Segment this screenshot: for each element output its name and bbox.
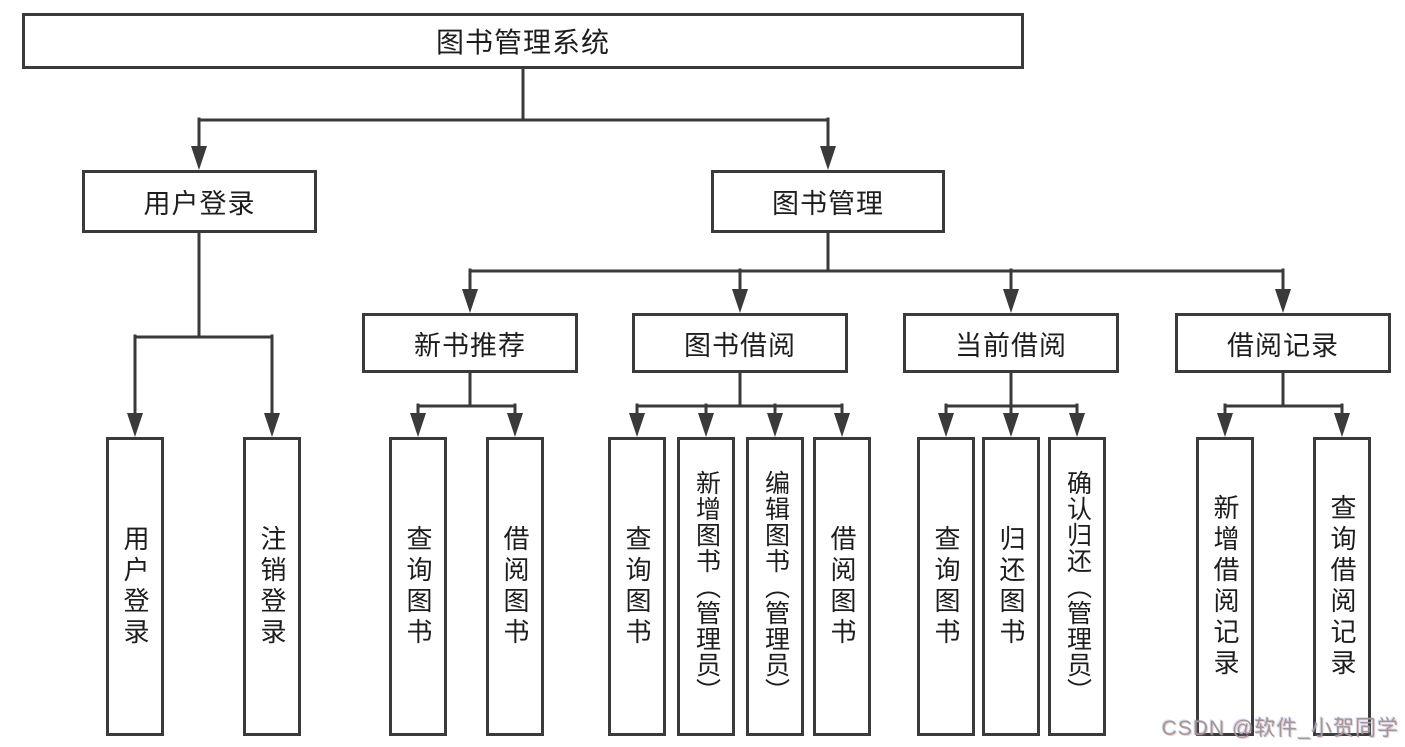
node-current-confirm-return-admin: 确认归还（管理员） — [1048, 437, 1106, 736]
node-current-confirm-return-admin-label: 确认归还（管理员） — [1063, 469, 1092, 704]
node-logout: 注销登录 — [243, 437, 301, 736]
node-rec-borrow-book-label: 借阅图书 — [500, 524, 530, 649]
node-rec-query-book: 查询图书 — [389, 437, 447, 736]
node-book-borrow-label: 图书借阅 — [684, 330, 796, 361]
node-borrow-add-book-admin-label: 新增图书（管理员） — [692, 469, 721, 704]
node-borrow-records-label: 借阅记录 — [1227, 330, 1339, 361]
node-borrow-query-book: 查询图书 — [608, 437, 666, 736]
node-rec-query-book-label: 查询图书 — [403, 524, 433, 649]
node-logout-label: 注销登录 — [257, 524, 287, 649]
node-records-add: 新增借阅记录 — [1196, 437, 1254, 736]
node-current-query-book: 查询图书 — [917, 437, 975, 736]
node-borrow-edit-book-admin-label: 编辑图书（管理员） — [761, 469, 790, 704]
node-borrow-take-book-label: 借阅图书 — [827, 524, 857, 649]
node-current-borrow: 当前借阅 — [903, 313, 1119, 373]
node-borrow-take-book: 借阅图书 — [813, 437, 871, 736]
node-user-login: 用户登录 — [82, 170, 317, 233]
node-borrow-edit-book-admin: 编辑图书（管理员） — [746, 437, 804, 736]
node-current-borrow-label: 当前借阅 — [955, 330, 1067, 361]
node-borrow-add-book-admin: 新增图书（管理员） — [677, 437, 735, 736]
node-user-login-label: 用户登录 — [143, 189, 256, 219]
node-login: 用户登录 — [106, 437, 164, 736]
node-borrow-records: 借阅记录 — [1175, 313, 1391, 373]
node-book-management: 图书管理 — [711, 170, 945, 233]
node-current-return-book: 归还图书 — [982, 437, 1040, 736]
node-current-return-book-label: 归还图书 — [996, 524, 1026, 649]
watermark: CSDN @软件_小贺同学 — [1161, 717, 1399, 740]
node-new-book-recommend-label: 新书推荐 — [414, 330, 526, 361]
node-root-label: 图书管理系统 — [435, 27, 610, 58]
node-login-label: 用户登录 — [120, 524, 150, 649]
node-borrow-query-book-label: 查询图书 — [622, 524, 652, 649]
node-root: 图书管理系统 — [22, 13, 1024, 69]
node-records-query: 查询借阅记录 — [1313, 437, 1371, 736]
node-records-query-label: 查询借阅记录 — [1327, 493, 1357, 680]
node-new-book-recommend: 新书推荐 — [362, 313, 578, 373]
node-book-borrow: 图书借阅 — [632, 313, 848, 373]
node-rec-borrow-book: 借阅图书 — [486, 437, 544, 736]
node-current-query-book-label: 查询图书 — [931, 524, 961, 649]
node-records-add-label: 新增借阅记录 — [1210, 493, 1240, 680]
node-book-management-label: 图书管理 — [772, 189, 884, 219]
